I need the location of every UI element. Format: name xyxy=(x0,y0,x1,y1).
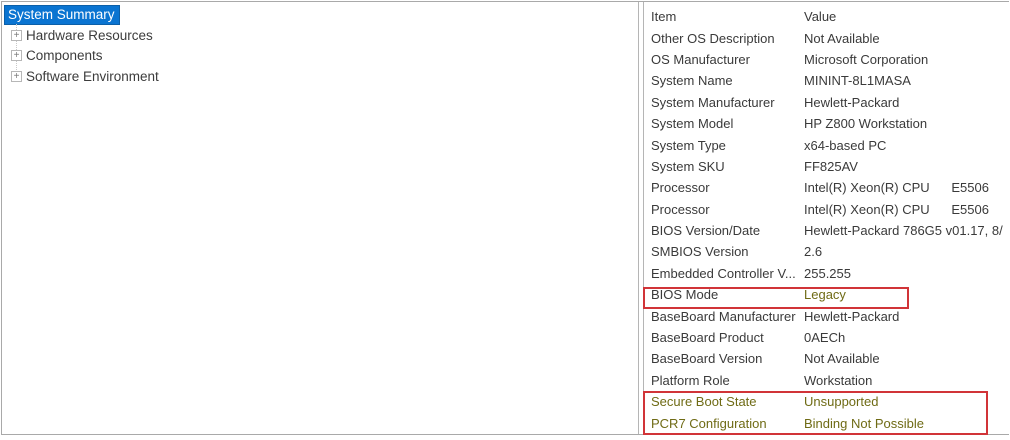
value-cell: Intel(R) Xeon(R) CPU E5506 xyxy=(804,180,989,196)
value-cell: Hewlett-Packard xyxy=(804,308,900,324)
table-row[interactable]: BaseBoard Product 0AECh xyxy=(644,327,1010,348)
value-cell: MININT-8L1MASA xyxy=(804,73,911,89)
table-row[interactable]: System Type x64-based PC xyxy=(644,134,1010,155)
item-cell: System Model xyxy=(651,116,734,132)
value-cell: 2.6 xyxy=(804,244,823,260)
item-cell: PCR7 Configuration xyxy=(651,415,767,431)
tree-item-list: + Hardware Resources + Components + Soft… xyxy=(2,25,638,87)
value-cell: Not Available xyxy=(804,351,880,367)
value-cell: Not Available xyxy=(804,30,880,46)
item-cell: BaseBoard Manufacturer xyxy=(651,308,796,324)
value-cell: Binding Not Possible xyxy=(804,415,924,431)
table-row[interactable]: Secure Boot State Unsupported xyxy=(644,391,1010,412)
column-header-item[interactable]: Item xyxy=(651,9,677,25)
tree-item[interactable]: + Software Environment xyxy=(2,66,638,87)
value-cell: Unsupported xyxy=(804,394,879,410)
expand-plus-icon[interactable]: + xyxy=(11,29,22,41)
value-cell: Hewlett-Packard 786G5 v01.17, 8/ xyxy=(804,223,1003,239)
item-cell: Embedded Controller V... xyxy=(651,265,796,281)
item-cell: BaseBoard Product xyxy=(651,330,764,346)
item-cell: SMBIOS Version xyxy=(651,244,749,260)
tree-item-label: Hardware Resources xyxy=(26,27,153,43)
item-cell: Secure Boot State xyxy=(651,394,757,410)
value-cell: Legacy xyxy=(804,287,846,303)
table-row[interactable]: Embedded Controller V... 255.255 xyxy=(644,263,1010,284)
item-cell: System Name xyxy=(651,73,733,89)
table-row[interactable]: System Model HP Z800 Workstation xyxy=(644,113,1010,134)
category-tree-pane: System Summary + Hardware Resources + Co… xyxy=(2,2,639,434)
table-row[interactable]: BaseBoard Manufacturer Hewlett-Packard xyxy=(644,305,1010,326)
item-cell: OS Manufacturer xyxy=(651,51,750,67)
value-cell: Workstation xyxy=(804,372,873,388)
table-row[interactable]: OS Manufacturer Microsoft Corporation xyxy=(644,49,1010,70)
table-row[interactable]: PCR7 Configuration Binding Not Possible xyxy=(644,412,1010,433)
item-cell: Processor xyxy=(651,180,710,196)
expand-plus-icon[interactable]: + xyxy=(11,50,22,62)
table-row[interactable]: Processor Intel(R) Xeon(R) CPU E5506 xyxy=(644,177,1010,198)
value-cell: Intel(R) Xeon(R) CPU E5506 xyxy=(804,201,989,217)
tree-item[interactable]: + Components xyxy=(2,46,638,67)
item-cell: BaseBoard Version xyxy=(651,351,763,367)
value-cell: HP Z800 Workstation xyxy=(804,116,928,132)
value-cell: FF825AV xyxy=(804,158,858,174)
item-cell: System SKU xyxy=(651,158,725,174)
tree-guide-line xyxy=(16,24,17,76)
item-cell: Platform Role xyxy=(651,372,730,388)
expand-plus-icon[interactable]: + xyxy=(11,70,22,82)
item-cell: BIOS Mode xyxy=(651,287,719,303)
table-header-row: Item Value xyxy=(644,6,1010,27)
tree-item[interactable]: + Hardware Resources xyxy=(2,25,638,46)
item-cell: BIOS Version/Date xyxy=(651,223,761,239)
tree-item-label: Components xyxy=(26,48,103,64)
value-cell: x64-based PC xyxy=(804,137,887,153)
value-cell: 255.255 xyxy=(804,265,851,281)
item-cell: System Type xyxy=(651,137,726,153)
table-row[interactable]: System Name MININT-8L1MASA xyxy=(644,70,1010,91)
table-row[interactable]: SMBIOS Version 2.6 xyxy=(644,241,1010,262)
item-cell: System Manufacturer xyxy=(651,94,775,110)
table-row[interactable]: BIOS Mode Legacy xyxy=(644,284,1010,305)
value-cell: Hewlett-Packard xyxy=(804,94,900,110)
table-row[interactable]: Processor Intel(R) Xeon(R) CPU E5506 xyxy=(644,199,1010,220)
detail-pane: Item Value Other OS Description Not Avai… xyxy=(643,2,1010,434)
value-cell: 0AECh xyxy=(804,330,846,346)
item-cell: Other OS Description xyxy=(651,30,775,46)
table-row[interactable]: Other OS Description Not Available xyxy=(644,27,1010,48)
table-row[interactable]: Platform Role Workstation xyxy=(644,370,1010,391)
column-header-value[interactable]: Value xyxy=(804,9,837,25)
tree-item-label: Software Environment xyxy=(26,68,159,84)
table-body: Other OS Description Not Available OS Ma… xyxy=(644,27,1010,433)
table-row[interactable]: System SKU FF825AV xyxy=(644,156,1010,177)
table-row[interactable]: BaseBoard Version Not Available xyxy=(644,348,1010,369)
table-row[interactable]: System Manufacturer Hewlett-Packard xyxy=(644,92,1010,113)
value-cell: Microsoft Corporation xyxy=(804,51,929,67)
item-cell: Processor xyxy=(651,201,710,217)
tree-item-system-summary[interactable]: System Summary xyxy=(4,5,120,25)
table-row[interactable]: BIOS Version/Date Hewlett-Packard 786G5 … xyxy=(644,220,1010,241)
